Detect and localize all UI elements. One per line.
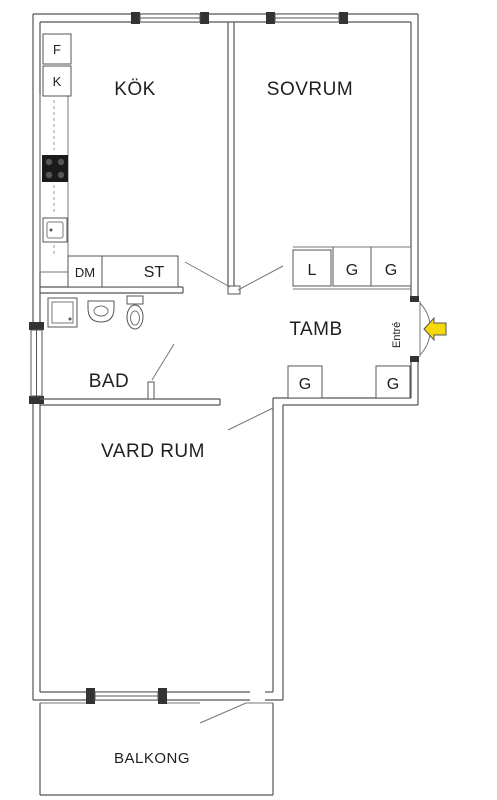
stove-icon [42,155,68,182]
window-bedroom [266,12,348,24]
wardrobe-bedroom-2: G [370,246,412,287]
shower-icon [47,297,78,328]
room-label-kitchen: KÖK [114,79,156,100]
balcony-outline [39,702,274,796]
window-kitchen [131,12,209,24]
wardrobe-hall-1: G [287,365,323,399]
room-label-living: VARD RUM [101,441,205,462]
wardrobe-label: G [346,262,358,279]
room-label-balcony: BALKONG [114,750,190,767]
entrance-label: Entré [391,322,403,348]
fridge: F [42,33,72,65]
entry-jambs [410,296,419,362]
outer-walls [32,13,419,701]
freezer: K [42,65,72,97]
wardrobe-hall-2: G [375,365,411,399]
wardrobe-label: G [387,376,399,393]
window-bath [29,322,44,404]
window-living [86,688,167,704]
dishwasher-label: DM [75,265,95,280]
linen-label: L [308,262,317,279]
storage-label: ST [144,264,165,281]
interior-walls [40,22,241,406]
wardrobe-label: G [385,262,397,279]
dishwasher: DM [67,255,103,288]
entrance-arrow-icon [423,316,447,342]
room-label-hall: TAMB [289,319,342,340]
sink-icon [42,217,68,243]
freezer-label: K [53,74,62,89]
washbasin-icon [87,300,115,323]
storage: ST [101,255,179,288]
kitchen-counter [39,94,69,273]
linen-closet: L [292,249,332,287]
room-label-bedroom: SOVRUM [267,79,353,100]
wardrobe-bedroom-1: G [332,246,372,287]
room-label-bath: BAD [89,371,130,392]
fridge-label: F [53,42,61,57]
toilet-icon [126,295,144,330]
wardrobe-label: G [299,376,311,393]
